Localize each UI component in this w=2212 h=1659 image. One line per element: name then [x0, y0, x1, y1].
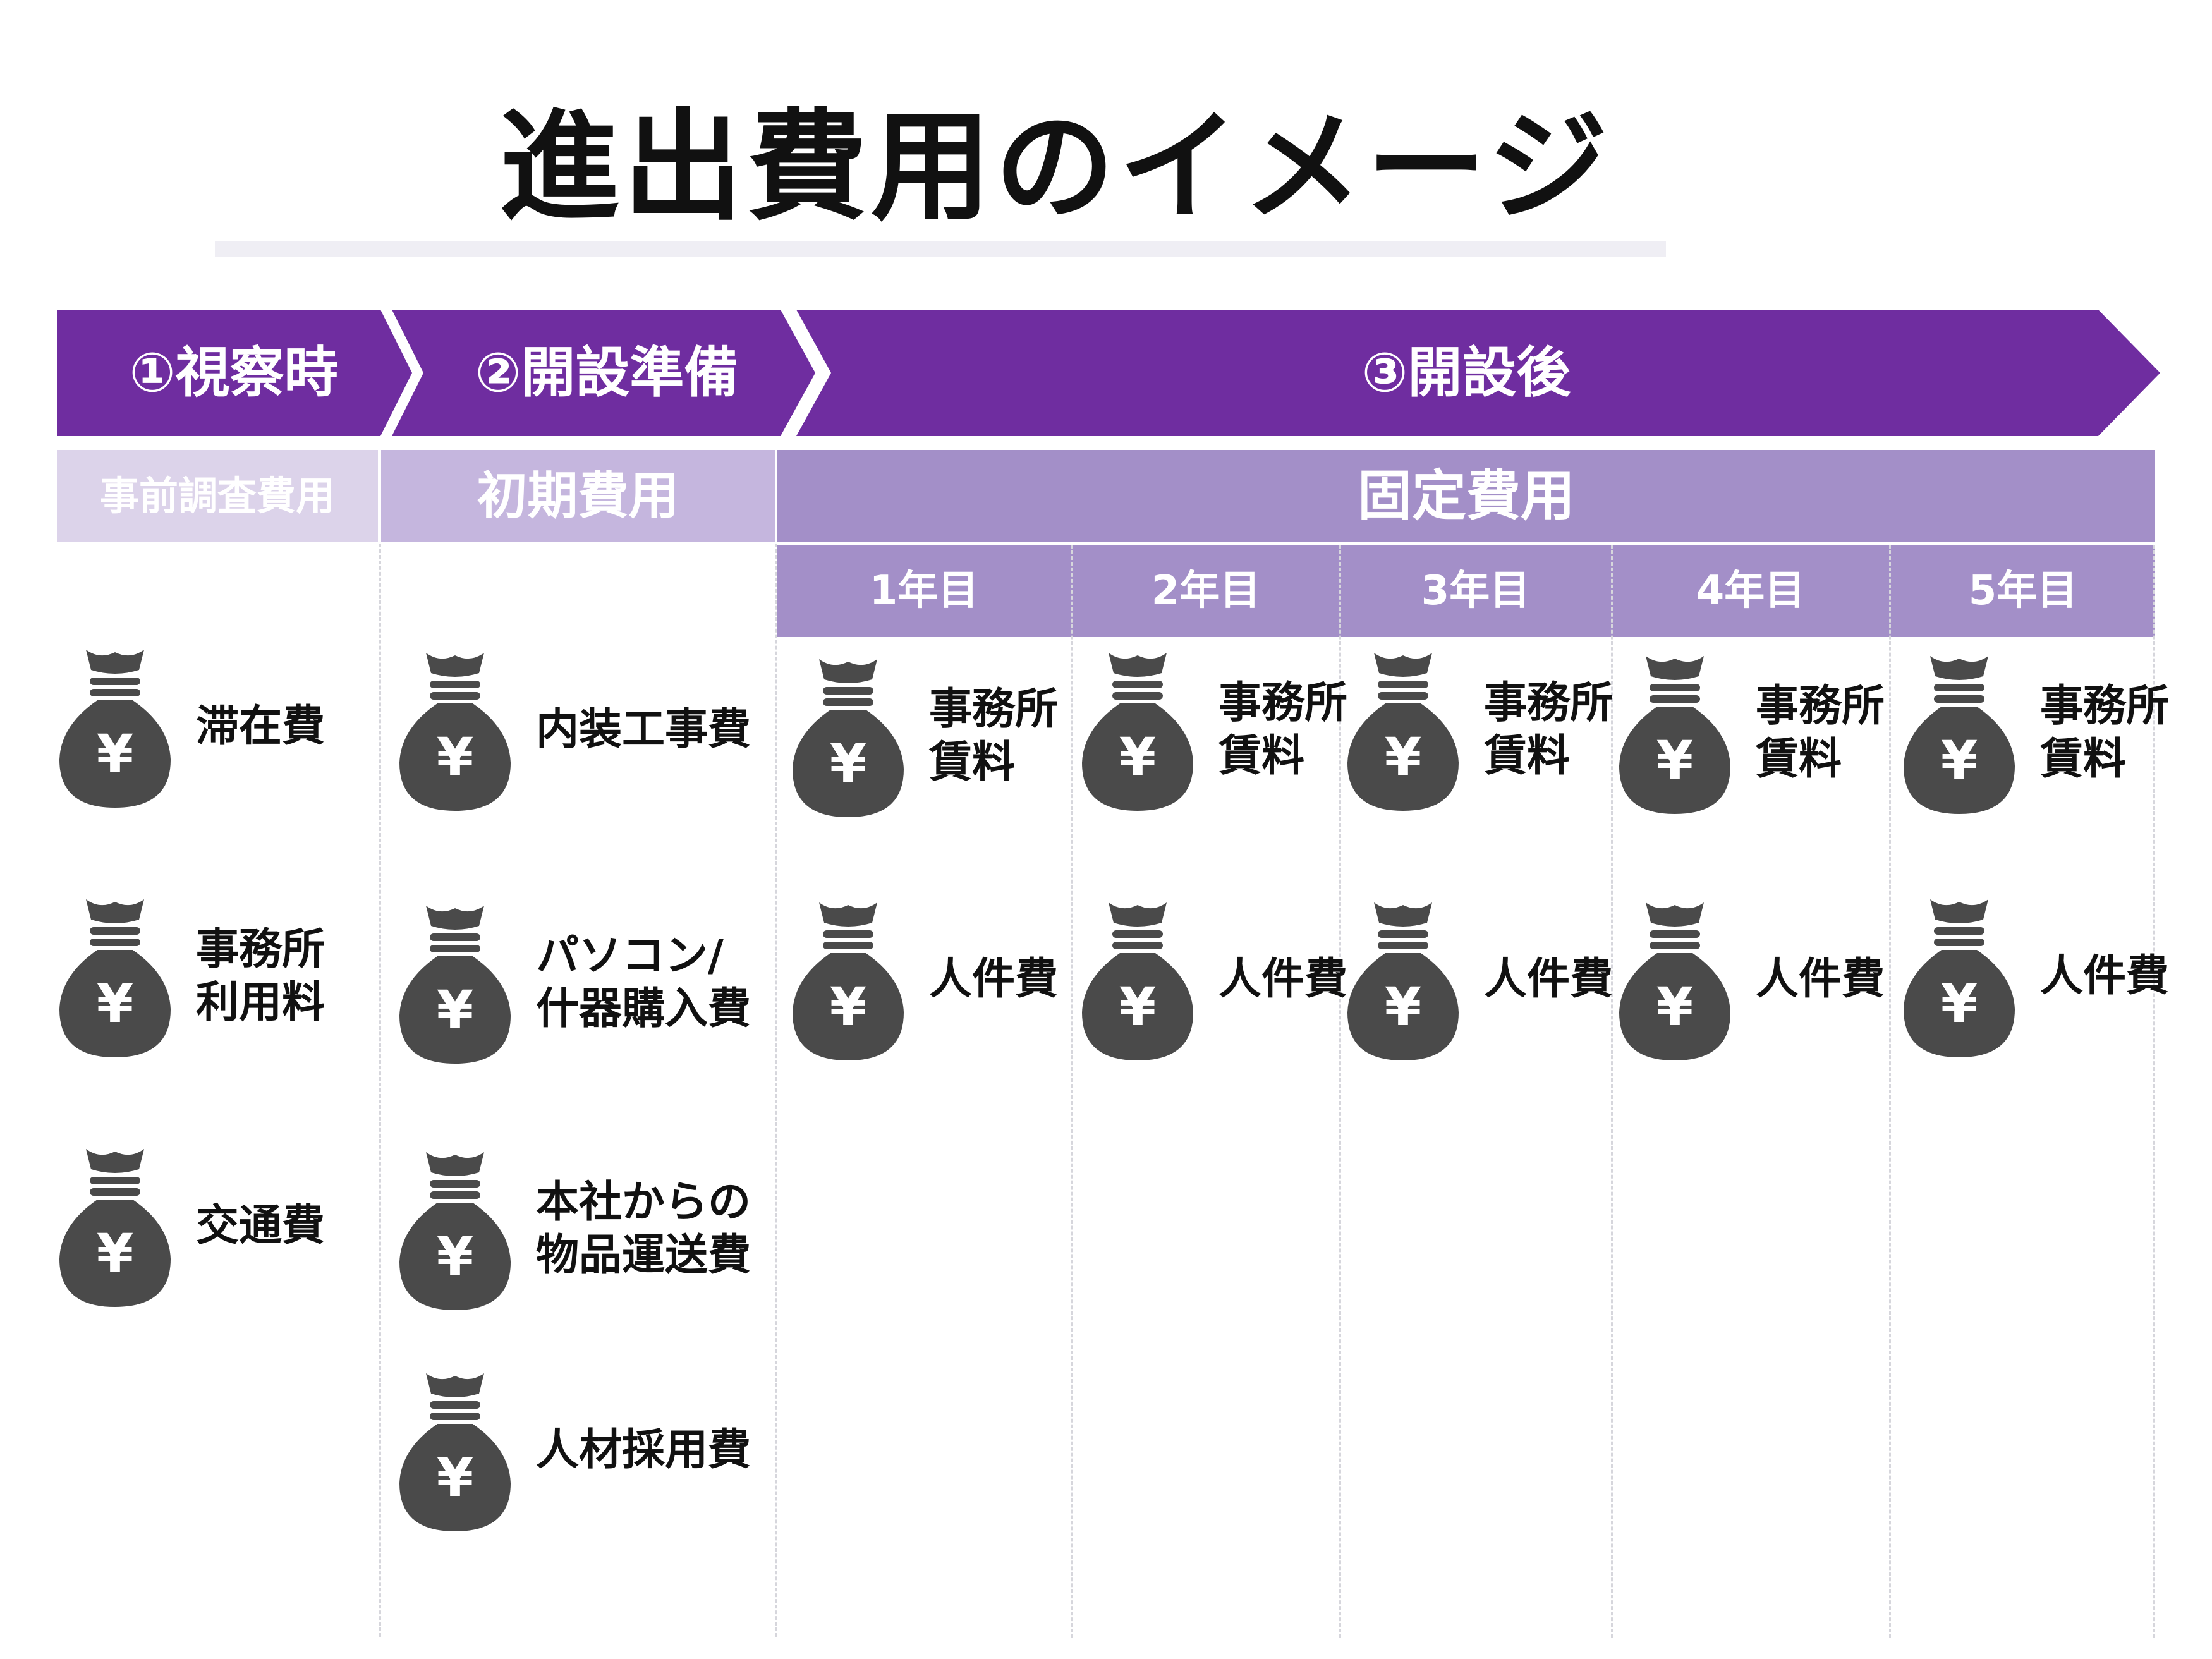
svg-text:¥: ¥ [1656, 976, 1693, 1038]
title-underline [215, 241, 1666, 257]
money-bag-yen-icon: ¥ [1619, 656, 1730, 814]
svg-text:¥: ¥ [1941, 729, 1978, 791]
cost-item-label: 内装工事費 [536, 705, 751, 755]
cost-item: ¥ 人件費 [1902, 894, 2169, 1059]
phase-label-setup: ②開設準備 [475, 341, 739, 404]
money-bag-yen-icon: ¥ [1347, 902, 1459, 1060]
svg-text:¥: ¥ [437, 979, 473, 1041]
year-header-row [777, 545, 2155, 637]
money-bag-yen-icon: ¥ [59, 650, 171, 808]
svg-text:¥: ¥ [1941, 973, 1978, 1035]
money-bag-yen-icon: ¥ [59, 1149, 171, 1307]
cost-item-label: 人材採用費 [536, 1425, 751, 1475]
money-bag-yen-icon: ¥ [399, 653, 511, 811]
column-divider [1611, 545, 1613, 1638]
cost-item: ¥ 人件費 [1081, 897, 1347, 1062]
column-divider [1339, 545, 1341, 1638]
cost-item: ¥ パソコン/ 什器購入費 [398, 901, 751, 1065]
svg-text:¥: ¥ [1119, 976, 1156, 1038]
svg-text:¥: ¥ [437, 726, 473, 788]
svg-text:¥: ¥ [97, 723, 133, 785]
money-bag-yen-icon: ¥ [793, 902, 904, 1060]
cost-item-label: 事務所 賃料 [1484, 678, 1613, 781]
page-title: 進出費用のイメージ [499, 97, 1612, 237]
cost-item: ¥ 内装工事費 [398, 648, 751, 812]
column-divider [1071, 545, 1073, 1638]
cost-item-label: 事務所 賃料 [2040, 681, 2170, 784]
money-bag-yen-icon: ¥ [399, 906, 511, 1064]
cost-item-label: 事務所 賃料 [1218, 678, 1348, 781]
phase-label-after-opening: ③開設後 [1361, 341, 1571, 404]
money-bag-yen-icon: ¥ [399, 1373, 511, 1531]
svg-text:¥: ¥ [437, 1225, 473, 1287]
column-divider [379, 544, 381, 1637]
year-label-1: 1年目 [869, 568, 979, 614]
cost-item-label: 人件費 [1756, 954, 1885, 1004]
cost-item-label: 人件費 [1218, 954, 1348, 1004]
svg-text:¥: ¥ [830, 732, 866, 794]
cost-item-label: パソコン/ 什器購入費 [536, 931, 751, 1034]
svg-text:¥: ¥ [1385, 976, 1421, 1038]
cost-item-label: 滞在費 [196, 702, 325, 751]
cost-item: ¥ 事務所 利用料 [58, 894, 325, 1059]
cost-item: ¥ 人件費 [1618, 897, 1885, 1062]
cost-item-label: 人件費 [929, 954, 1059, 1004]
cost-item: ¥ 滞在費 [58, 645, 325, 809]
cost-item: ¥ 人件費 [1346, 897, 1613, 1062]
cost-item: ¥ 人材採用費 [398, 1368, 751, 1533]
column-divider [775, 544, 777, 1637]
cost-item-label: 本社からの 物品運送費 [536, 1177, 751, 1280]
cost-item-label: 人件費 [2040, 951, 2170, 1001]
cost-item: ¥ 事務所 賃料 [791, 654, 1058, 818]
cost-item: ¥ 事務所 賃料 [1618, 651, 1885, 815]
cost-item: ¥ 事務所 賃料 [1902, 651, 2169, 815]
phase-arrow-inspection [57, 310, 412, 436]
category-pre-survey-cost: 事前調査費用 [57, 450, 378, 542]
svg-text:¥: ¥ [437, 1447, 473, 1509]
svg-text:¥: ¥ [1385, 726, 1421, 788]
svg-text:¥: ¥ [1656, 729, 1693, 791]
money-bag-yen-icon: ¥ [793, 659, 904, 817]
year-label-3: 3年目 [1421, 568, 1531, 614]
phase-label-inspection: ①視察時 [129, 341, 339, 404]
money-bag-yen-icon: ¥ [1619, 902, 1730, 1060]
money-bag-yen-icon: ¥ [1904, 899, 2015, 1057]
category-fixed-cost: 固定費用 [777, 450, 2155, 542]
money-bag-yen-icon: ¥ [399, 1152, 511, 1310]
phase-arrow-setup [392, 310, 815, 436]
phase-arrow-after-opening [796, 310, 2160, 436]
svg-text:¥: ¥ [97, 973, 133, 1035]
cost-item-label: 事務所 賃料 [929, 684, 1059, 787]
cost-item-label: 事務所 利用料 [196, 925, 325, 1028]
money-bag-yen-icon: ¥ [59, 899, 171, 1057]
category-initial-cost: 初期費用 [381, 450, 775, 542]
cost-item: ¥ 事務所 賃料 [1081, 648, 1347, 812]
money-bag-yen-icon: ¥ [1904, 656, 2015, 814]
cost-item-label: 交通費 [196, 1201, 325, 1251]
money-bag-yen-icon: ¥ [1347, 653, 1459, 811]
svg-text:¥: ¥ [1119, 726, 1156, 788]
phase-arrow-bar [57, 310, 2160, 436]
year-label-4: 4年目 [1696, 568, 1806, 614]
cost-item-label: 事務所 賃料 [1756, 681, 1885, 784]
year-label-5: 5年目 [1968, 568, 2078, 614]
svg-text:¥: ¥ [830, 976, 866, 1038]
year-label-2: 2年目 [1151, 568, 1261, 614]
cost-item: ¥ 本社からの 物品運送費 [398, 1147, 751, 1311]
money-bag-yen-icon: ¥ [1082, 653, 1193, 811]
cost-item: ¥ 事務所 賃料 [1346, 648, 1613, 812]
column-divider [2153, 545, 2155, 1638]
money-bag-yen-icon: ¥ [1082, 902, 1193, 1060]
column-divider [1889, 545, 1891, 1638]
cost-item-label: 人件費 [1484, 954, 1613, 1004]
cost-item: ¥ 交通費 [58, 1144, 325, 1308]
cost-item: ¥ 人件費 [791, 897, 1058, 1062]
svg-text:¥: ¥ [97, 1222, 133, 1284]
